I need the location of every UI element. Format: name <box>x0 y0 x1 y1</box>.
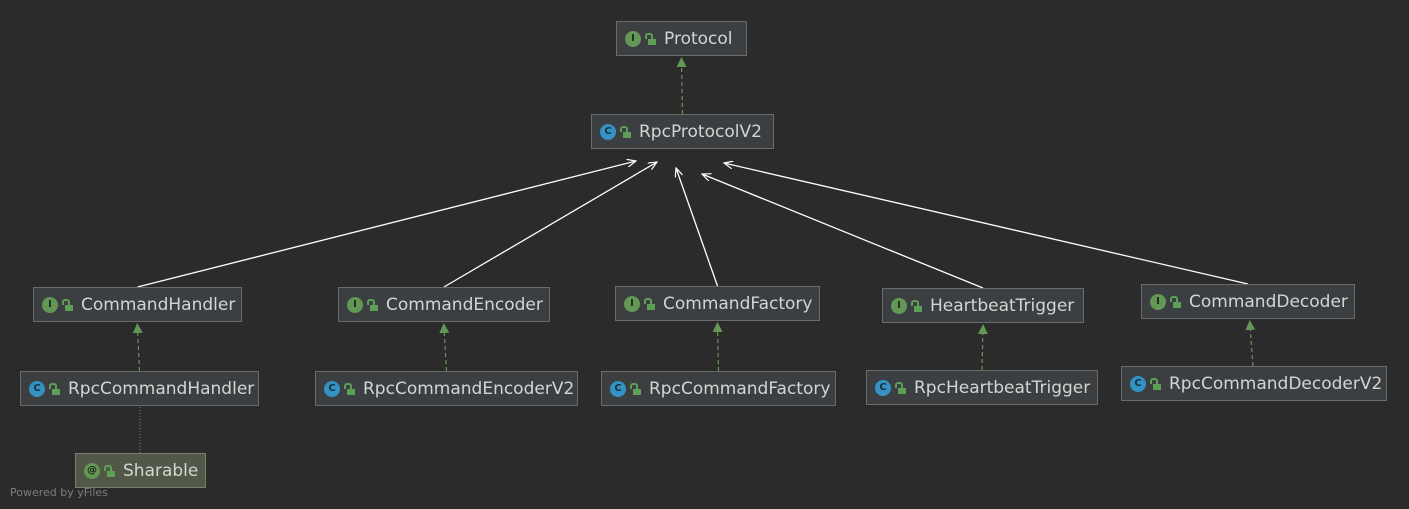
node-label: CommandDecoder <box>1189 291 1348 312</box>
node-rpccommanddecoderv2[interactable]: C RpcCommandDecoderV2 <box>1121 366 1387 401</box>
node-label: RpcCommandHandler <box>68 378 255 399</box>
node-label: Protocol <box>664 28 733 49</box>
node-commandhandler[interactable]: I CommandHandler <box>33 287 242 322</box>
node-commanddecoder[interactable]: I CommandDecoder <box>1141 284 1355 319</box>
node-label: RpcCommandEncoderV2 <box>363 378 575 399</box>
edge-heartbeattrigger-to-rpcprotocolv2 <box>702 174 984 289</box>
node-commandencoder[interactable]: I CommandEncoder <box>338 287 550 322</box>
edge-rpccommandfactory-to-commandfactory <box>712 322 723 372</box>
lock-icon <box>630 382 641 395</box>
class-icon: C <box>29 380 45 397</box>
interface-icon: I <box>347 296 363 313</box>
class-icon: C <box>324 380 340 397</box>
edge-rpccommandhandler-to-commandhandler <box>132 323 143 372</box>
edge-commandhandler-to-rpcprotocolv2 <box>137 161 637 288</box>
class-icon: C <box>600 123 616 140</box>
node-rpccommandencoderv2[interactable]: C RpcCommandEncoderV2 <box>315 371 578 406</box>
edge-rpcheartbeattrigger-to-heartbeattrigger <box>977 324 988 371</box>
lock-icon <box>62 298 73 311</box>
node-rpccommandhandler[interactable]: C RpcCommandHandler <box>20 371 259 406</box>
annotation-icon: @ <box>84 462 100 479</box>
node-label: CommandHandler <box>81 294 236 315</box>
lock-icon <box>644 297 655 310</box>
lock-icon <box>344 382 355 395</box>
lock-icon <box>911 299 922 312</box>
edge-rpcprotocolv2-to-protocol <box>676 57 687 115</box>
lock-icon <box>895 381 906 394</box>
lock-icon <box>1170 295 1181 308</box>
node-label: CommandFactory <box>663 293 813 314</box>
footer-credit: Powered by yFiles <box>10 486 108 499</box>
node-label: CommandEncoder <box>386 294 543 315</box>
node-label: RpcCommandFactory <box>649 378 831 399</box>
class-icon: C <box>610 380 626 397</box>
edge-rpccommanddecoderv2-to-commanddecoder <box>1245 320 1256 367</box>
node-label: RpcHeartbeatTrigger <box>914 377 1091 398</box>
interface-icon: I <box>42 296 58 313</box>
lock-icon <box>367 298 378 311</box>
edge-rpccommandencoderv2-to-commandencoder <box>439 323 450 372</box>
node-sharable[interactable]: @ Sharable <box>75 453 206 488</box>
class-icon: C <box>875 379 891 396</box>
edge-commandfactory-to-rpcprotocolv2 <box>676 168 719 287</box>
node-rpcprotocolv2[interactable]: C RpcProtocolV2 <box>591 114 774 149</box>
edge-commandencoder-to-rpcprotocolv2 <box>443 162 657 288</box>
node-commandfactory[interactable]: I CommandFactory <box>615 286 820 321</box>
node-label: RpcProtocolV2 <box>639 121 762 142</box>
lock-icon <box>645 32 656 45</box>
node-label: RpcCommandDecoderV2 <box>1169 373 1383 394</box>
node-rpcheartbeattrigger[interactable]: C RpcHeartbeatTrigger <box>866 370 1098 405</box>
lock-icon <box>1150 377 1161 390</box>
interface-icon: I <box>625 30 641 47</box>
node-label: Sharable <box>123 460 199 481</box>
node-label: HeartbeatTrigger <box>930 295 1075 316</box>
lock-icon <box>49 382 60 395</box>
interface-icon: I <box>1150 293 1166 310</box>
node-protocol[interactable]: I Protocol <box>616 21 747 56</box>
edge-commanddecoder-to-rpcprotocolv2 <box>724 163 1249 285</box>
interface-icon: I <box>624 295 640 312</box>
lock-icon <box>620 125 631 138</box>
node-heartbeattrigger[interactable]: I HeartbeatTrigger <box>882 288 1084 323</box>
lock-icon <box>104 464 115 477</box>
class-icon: C <box>1130 375 1146 392</box>
node-rpccommandfactory[interactable]: C RpcCommandFactory <box>601 371 836 406</box>
interface-icon: I <box>891 297 907 314</box>
